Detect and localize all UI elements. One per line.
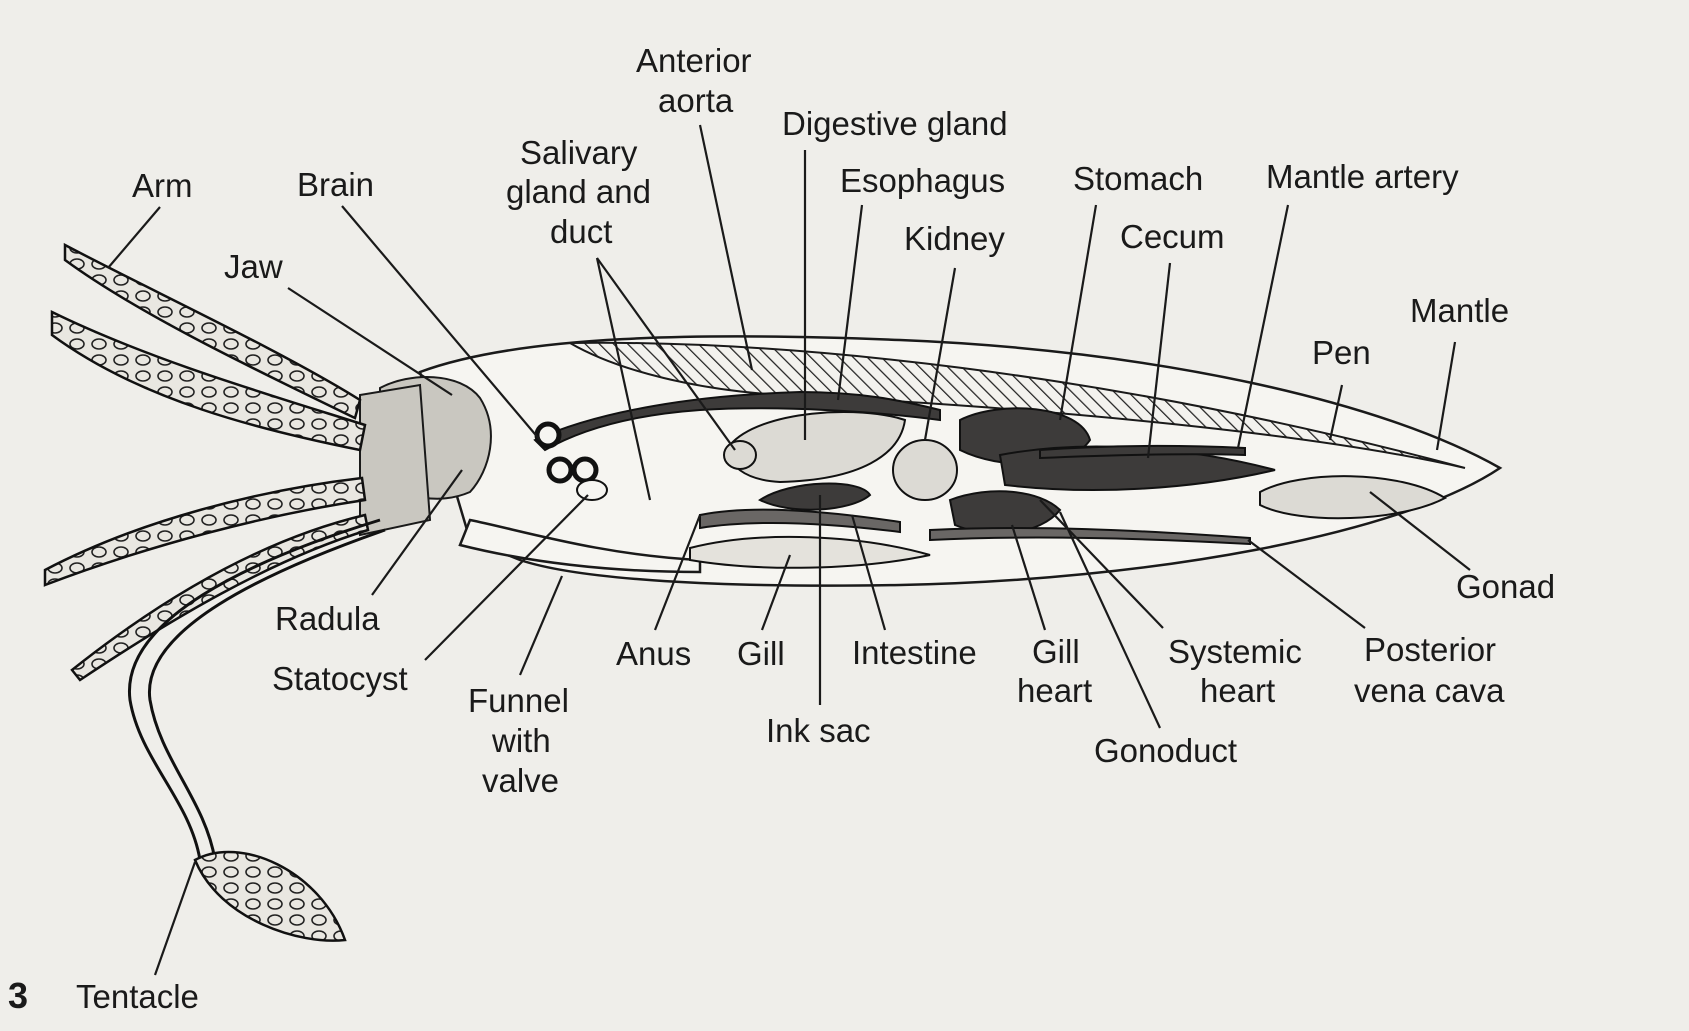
label-arm: Arm <box>132 167 193 204</box>
kidney-shape <box>893 440 957 500</box>
label-salivary-1: Salivary <box>520 134 638 171</box>
label-brain: Brain <box>297 166 374 203</box>
statocyst-shape <box>577 480 607 500</box>
label-systemic-heart-1: Systemic <box>1168 633 1302 670</box>
label-radula: Radula <box>275 600 380 637</box>
label-gill-heart-1: Gill <box>1032 633 1080 670</box>
label-salivary-2: gland and <box>506 173 651 210</box>
label-esophagus: Esophagus <box>840 162 1005 199</box>
label-gonad: Gonad <box>1456 568 1555 605</box>
arm-base <box>360 385 430 535</box>
label-gill-heart-2: heart <box>1017 672 1092 709</box>
label-posterior-vena-cava-2: vena cava <box>1354 672 1505 709</box>
label-statocyst: Statocyst <box>272 660 408 697</box>
label-funnel-1: Funnel <box>468 682 569 719</box>
label-stomach: Stomach <box>1073 160 1203 197</box>
label-anterior-aorta-1: Anterior <box>636 42 752 79</box>
label-tentacle: Tentacle <box>76 978 199 1015</box>
label-jaw: Jaw <box>224 248 283 285</box>
label-anus: Anus <box>616 635 691 672</box>
label-posterior-vena-cava-1: Posterior <box>1364 631 1496 668</box>
label-digestive-gland: Digestive gland <box>782 105 1008 142</box>
label-intestine: Intestine <box>852 634 977 671</box>
tentacle-club <box>195 852 345 941</box>
label-funnel-3: valve <box>482 762 559 799</box>
corner-mark: 3 <box>8 975 28 1016</box>
label-mantle: Mantle <box>1410 292 1509 329</box>
label-gill: Gill <box>737 635 785 672</box>
arms <box>45 245 385 941</box>
label-salivary-3: duct <box>550 213 612 250</box>
label-systemic-heart-2: heart <box>1200 672 1275 709</box>
brain-ring-3 <box>574 459 596 481</box>
label-kidney: Kidney <box>904 220 1005 257</box>
label-pen: Pen <box>1312 334 1371 371</box>
brain-ring-1 <box>537 424 559 446</box>
label-funnel-2: with <box>491 722 551 759</box>
label-cecum: Cecum <box>1120 218 1225 255</box>
label-anterior-aorta-2: aorta <box>658 82 734 119</box>
label-ink-sac: Ink sac <box>766 712 871 749</box>
brain-ring-2 <box>549 459 571 481</box>
salivary-gland-shape <box>724 441 756 469</box>
label-mantle-artery: Mantle artery <box>1266 158 1459 195</box>
label-gonoduct: Gonoduct <box>1094 732 1237 769</box>
